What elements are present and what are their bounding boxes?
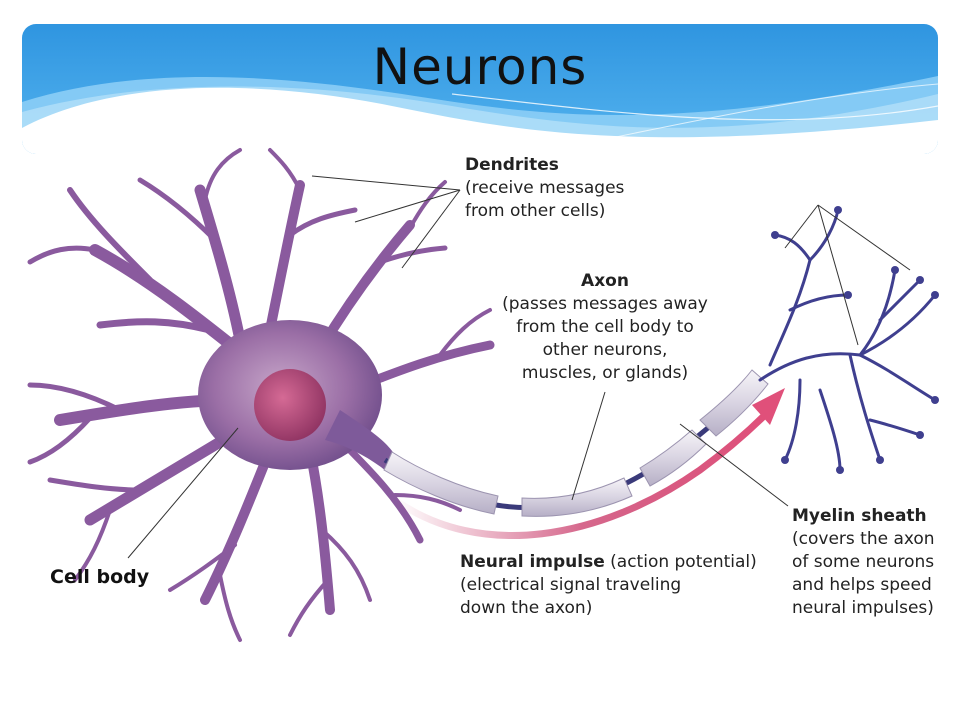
title-banner bbox=[22, 24, 938, 154]
neural-impulse-arrow bbox=[392, 409, 771, 539]
myelin-sheath bbox=[383, 369, 769, 517]
dendrites-line-1: (receive messages bbox=[465, 178, 625, 198]
nucleus bbox=[254, 369, 326, 441]
myelin-label: Myelin sheath (covers the axon of some n… bbox=[792, 505, 935, 620]
myelin-line-2: of some neurons bbox=[792, 552, 935, 572]
slide-title: Neurons bbox=[372, 38, 588, 96]
terminal-buttons bbox=[771, 206, 939, 474]
axon-line-1: (passes messages away bbox=[502, 294, 708, 314]
dendrites-label: Dendrites (receive messages from other c… bbox=[465, 154, 624, 223]
myelin-line-4: neural impulses) bbox=[792, 598, 934, 618]
axon-heading: Axon bbox=[581, 271, 629, 291]
axon-label: Axon (passes messages away from the cell… bbox=[495, 270, 715, 385]
impulse-line-1: (electrical signal traveling bbox=[460, 575, 682, 595]
axon-line-2: from the cell body to bbox=[516, 317, 694, 337]
myelin-heading: Myelin sheath bbox=[792, 506, 927, 526]
neural-impulse-label: Neural impulse (action potential) (elect… bbox=[460, 551, 757, 620]
dendrites-heading: Dendrites bbox=[465, 155, 559, 175]
cell-body-label: Cell body bbox=[50, 566, 150, 588]
axon-line-3: other neurons, bbox=[542, 340, 668, 360]
axon-terminals bbox=[758, 208, 937, 472]
myelin-line-1: (covers the axon bbox=[792, 529, 935, 549]
impulse-heading: Neural impulse bbox=[460, 552, 605, 572]
impulse-heading-rest: (action potential) bbox=[604, 552, 757, 572]
myelin-line-3: and helps speed bbox=[792, 575, 932, 595]
leader-lines bbox=[127, 175, 911, 559]
arrow-head bbox=[752, 388, 785, 425]
dendrites-line-2: from other cells) bbox=[465, 201, 606, 221]
axon-line-4: muscles, or glands) bbox=[521, 363, 689, 383]
impulse-line-2: down the axon) bbox=[460, 598, 593, 618]
